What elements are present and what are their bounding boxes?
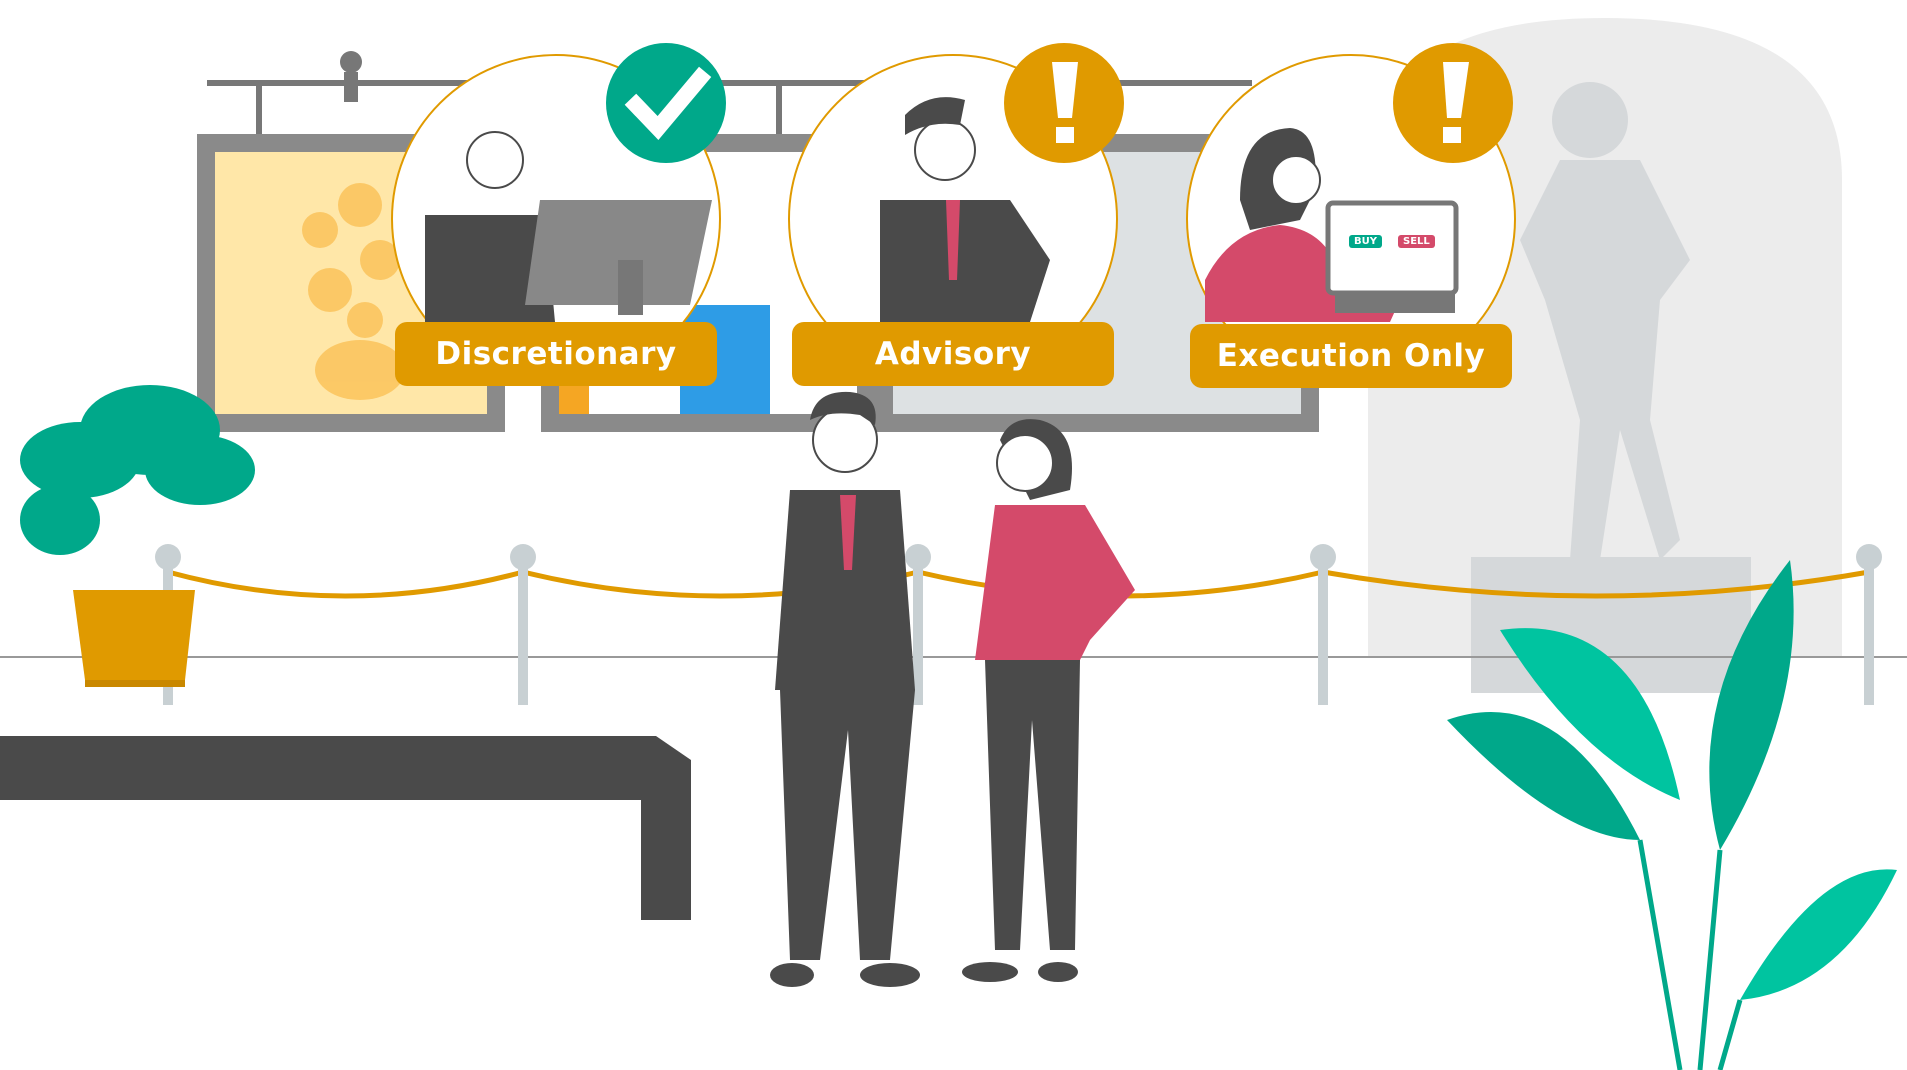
label-advisory: Advisory: [792, 322, 1114, 386]
woman-figure: [962, 419, 1135, 982]
foreground-leaves: [1447, 560, 1897, 1070]
spotlight-icon: [340, 51, 362, 73]
checkmark-icon: [606, 43, 726, 163]
buy-button: BUY: [1349, 235, 1382, 248]
man-figure: [770, 391, 920, 987]
statue: [1520, 82, 1690, 560]
potted-plant: [20, 385, 255, 687]
exclamation-icon: [1393, 43, 1513, 163]
label-discretionary: Discretionary: [395, 322, 717, 386]
bench: [0, 736, 691, 920]
label-execution-only: Execution Only: [1190, 324, 1512, 388]
exclamation-icon: [1004, 43, 1124, 163]
laptop: [1325, 200, 1459, 296]
ceiling-rail: [207, 80, 1252, 86]
sell-button: SELL: [1398, 235, 1435, 248]
